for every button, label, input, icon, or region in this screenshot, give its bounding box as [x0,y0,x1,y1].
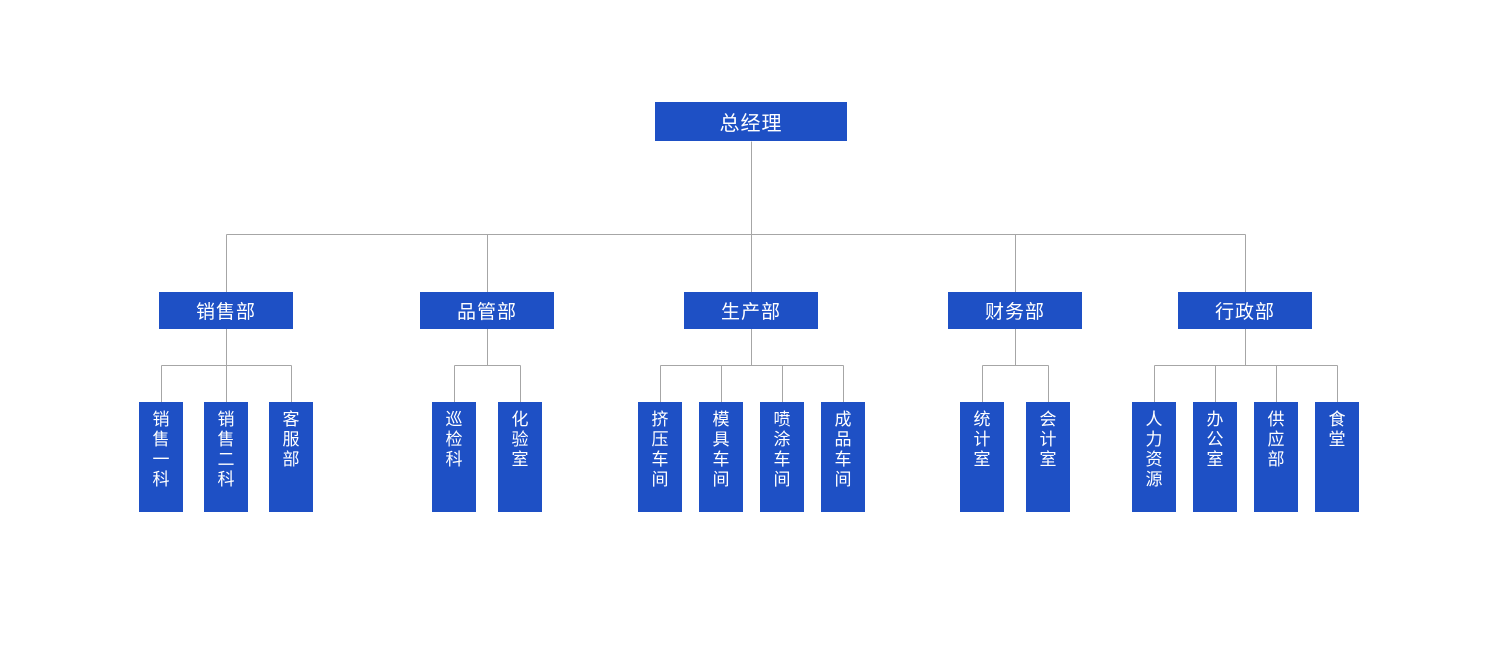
org-node-label: 办公室 [1206,410,1224,469]
org-node-label: 客服部 [282,410,300,469]
org-node-label: 成品车间 [834,410,852,489]
org-node-office: 办公室 [1193,402,1237,512]
org-node-label: 巡检科 [445,410,463,469]
org-node-general-manager: 总经理 [655,102,847,141]
org-node-finance-dept: 财务部 [948,292,1082,329]
org-node-label: 行政部 [1214,302,1275,323]
org-node-label: 喷涂车间 [773,410,791,489]
org-node-label: 销售部 [195,302,256,323]
org-node-label: 食堂 [1328,410,1346,449]
org-node-spray-workshop: 喷涂车间 [760,402,804,512]
org-node-customer-service: 客服部 [269,402,313,512]
org-node-label: 品管部 [456,302,517,323]
org-node-label: 统计室 [973,410,991,469]
org-node-inspection: 巡检科 [432,402,476,512]
org-node-label: 挤压车间 [651,410,669,489]
org-node-sales-section-2: 销售二科 [204,402,248,512]
org-node-accounting: 会计室 [1026,402,1070,512]
org-node-label: 财务部 [984,302,1045,323]
org-node-label: 销售二科 [217,410,235,489]
org-node-label: 模具车间 [712,410,730,489]
org-node-supply: 供应部 [1254,402,1298,512]
org-node-label: 生产部 [720,302,781,323]
org-node-label: 总经理 [719,113,783,135]
org-node-laboratory: 化验室 [498,402,542,512]
org-node-production-dept: 生产部 [684,292,818,329]
org-node-label: 会计室 [1039,410,1057,469]
org-node-extrusion-workshop: 挤压车间 [638,402,682,512]
org-node-sales-section-1: 销售一科 [139,402,183,512]
connector-line-group [161,141,1338,403]
org-node-label: 人力资源 [1145,410,1163,489]
org-node-label: 化验室 [511,410,529,469]
org-node-mold-workshop: 模具车间 [699,402,743,512]
org-node-canteen: 食堂 [1315,402,1359,512]
org-node-sales-dept: 销售部 [159,292,293,329]
org-node-quality-dept: 品管部 [420,292,554,329]
org-node-finished-workshop: 成品车间 [821,402,865,512]
org-node-human-resources: 人力资源 [1132,402,1176,512]
org-node-label: 销售一科 [152,410,170,489]
org-node-admin-dept: 行政部 [1178,292,1312,329]
org-node-statistics: 统计室 [960,402,1004,512]
org-node-label: 供应部 [1267,410,1285,469]
